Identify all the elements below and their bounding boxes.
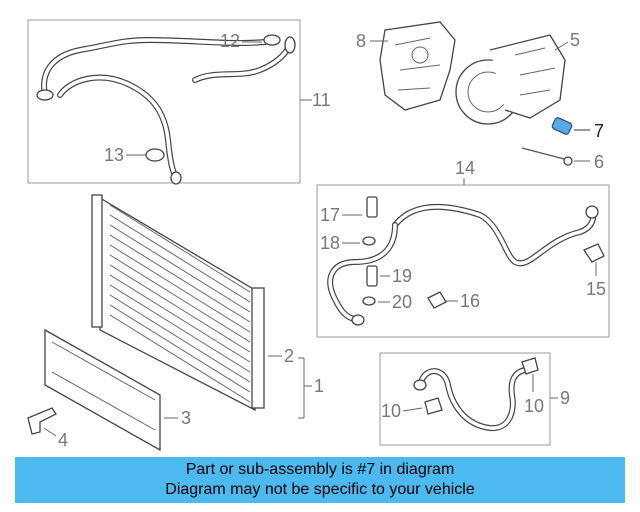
svg-text:7: 7 bbox=[594, 121, 604, 141]
hose-assembly-11-group bbox=[27, 19, 301, 185]
oring-20 bbox=[362, 296, 376, 306]
callout-11: 11 bbox=[300, 90, 331, 110]
sensor-17 bbox=[366, 196, 378, 218]
svg-text:15: 15 bbox=[586, 279, 606, 299]
hose-assembly-9-group bbox=[379, 352, 551, 446]
svg-text:17: 17 bbox=[320, 205, 340, 225]
callout-17: 17 bbox=[320, 205, 362, 225]
bolt-6 bbox=[521, 147, 573, 166]
svg-text:5: 5 bbox=[570, 30, 580, 50]
callout-16: 16 bbox=[446, 291, 480, 311]
svg-text:14: 14 bbox=[455, 158, 475, 178]
callout-6: 6 bbox=[574, 152, 604, 172]
svg-text:9: 9 bbox=[560, 388, 570, 408]
callout-15: 15 bbox=[586, 262, 606, 299]
banner-line-1: Part or sub-assembly is #7 in diagram bbox=[185, 461, 455, 478]
svg-text:8: 8 bbox=[356, 31, 366, 51]
part-7-highlighted bbox=[551, 117, 573, 135]
banner-line-2: Diagram may not be specific to your vehi… bbox=[165, 481, 475, 498]
svg-text:6: 6 bbox=[594, 152, 604, 172]
callout-14: 14 bbox=[455, 158, 475, 185]
svg-text:20: 20 bbox=[392, 292, 412, 312]
bracket-4 bbox=[27, 407, 57, 435]
svg-text:16: 16 bbox=[460, 291, 480, 311]
callout-4: 4 bbox=[43, 427, 68, 450]
callout-7: 7 bbox=[574, 121, 604, 141]
svg-text:18: 18 bbox=[320, 233, 340, 253]
callout-20: 20 bbox=[378, 292, 412, 312]
callout-9: 9 bbox=[550, 388, 570, 408]
condenser-1 bbox=[91, 194, 265, 412]
sensor-19 bbox=[366, 265, 378, 287]
callout-8: 8 bbox=[356, 31, 388, 51]
callout-1: 1 bbox=[298, 357, 324, 419]
svg-text:11: 11 bbox=[312, 90, 331, 110]
bracket-8 bbox=[379, 21, 456, 111]
svg-text:2: 2 bbox=[284, 346, 294, 366]
svg-text:12: 12 bbox=[220, 31, 240, 51]
hose-assembly-14-group bbox=[316, 184, 610, 338]
callout-18: 18 bbox=[320, 233, 360, 253]
panel-3 bbox=[44, 328, 161, 452]
info-banner: Part or sub-assembly is #7 in diagram Di… bbox=[15, 457, 625, 503]
callout-13: 13 bbox=[104, 145, 146, 165]
callout-5: 5 bbox=[554, 30, 580, 51]
callout-10b: 10 bbox=[524, 374, 544, 416]
svg-text:10: 10 bbox=[524, 396, 544, 416]
oring-18 bbox=[362, 236, 376, 246]
svg-text:13: 13 bbox=[104, 145, 124, 165]
parts-diagram: 12 13 11 8 5 7 6 bbox=[27, 19, 610, 452]
callout-19: 19 bbox=[380, 266, 412, 286]
svg-text:3: 3 bbox=[181, 408, 191, 428]
compressor-5 bbox=[455, 34, 566, 125]
callout-3: 3 bbox=[164, 408, 191, 428]
svg-text:10: 10 bbox=[381, 401, 401, 421]
callout-12: 12 bbox=[220, 31, 262, 51]
svg-text:4: 4 bbox=[58, 430, 68, 450]
svg-text:1: 1 bbox=[314, 376, 324, 396]
svg-text:19: 19 bbox=[392, 266, 412, 286]
callout-10a: 10 bbox=[381, 401, 423, 421]
callout-2: 2 bbox=[268, 346, 294, 366]
